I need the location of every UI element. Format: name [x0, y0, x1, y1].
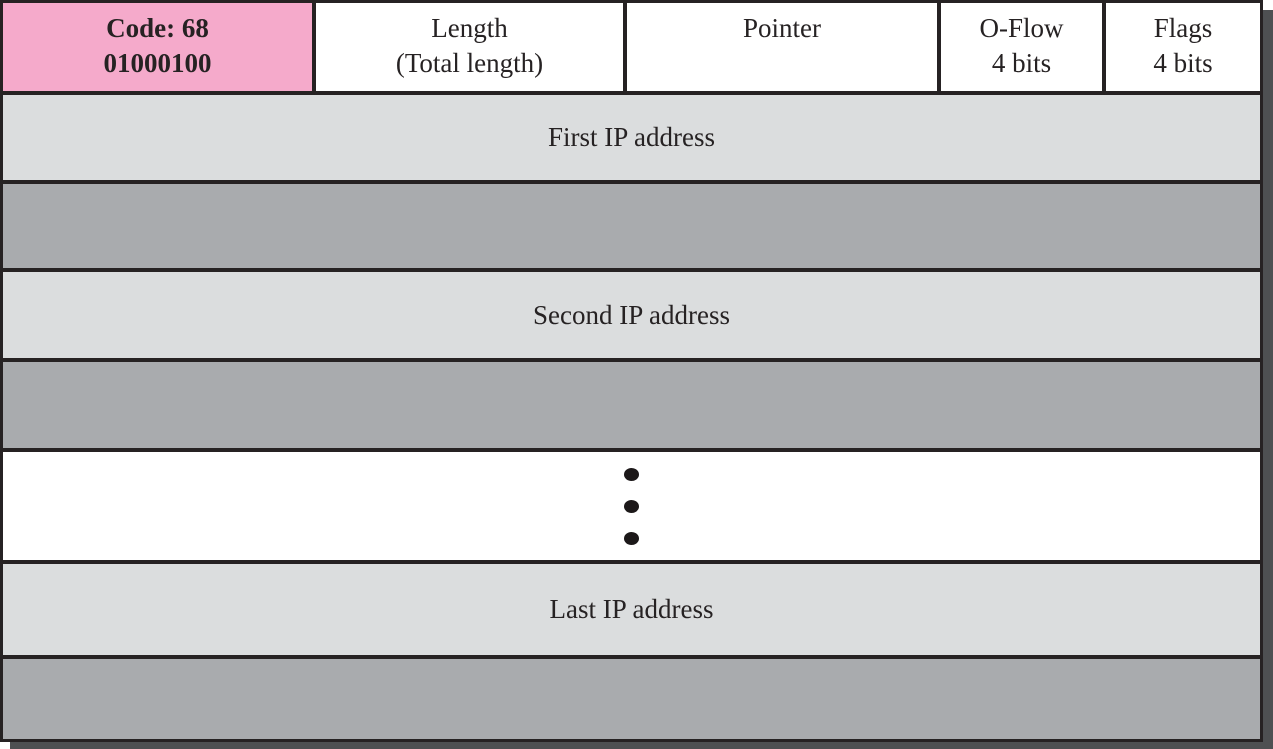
- pointer-cell: Pointer: [623, 3, 937, 91]
- code-cell-line2: 01000100: [103, 48, 212, 78]
- code-cell-line1: Code: 68: [106, 13, 209, 43]
- vertical-ellipsis-icon: [624, 499, 639, 513]
- pointer-cell-line1: Pointer: [743, 13, 821, 43]
- empty-field-row-1: [3, 180, 1260, 268]
- first-ip-address-label: First IP address: [548, 122, 715, 152]
- last-ip-address-label: Last IP address: [549, 594, 714, 624]
- flags-cell-line1: Flags: [1153, 13, 1213, 43]
- vertical-ellipsis-icon: [624, 531, 639, 545]
- vertical-ellipsis-icon: [624, 467, 639, 481]
- first-ip-address-row: First IP address: [3, 91, 1260, 180]
- last-ip-address-row: Last IP address: [3, 560, 1260, 655]
- empty-field-row-3: [3, 655, 1260, 739]
- second-ip-address-label: Second IP address: [533, 299, 730, 330]
- length-cell-line1: Length: [431, 13, 508, 43]
- oflow-cell-line1: O-Flow: [979, 13, 1064, 43]
- length-cell-line2: (Total length): [395, 48, 544, 78]
- header-row: Code: 68 01000100 Length (Total length) …: [3, 3, 1260, 91]
- empty-field-row-2: [3, 358, 1260, 448]
- flags-cell: Flags 4 bits: [1102, 3, 1260, 91]
- second-ip-address-row: Second IP address: [3, 268, 1260, 358]
- code-cell: Code: 68 01000100: [3, 3, 312, 91]
- length-cell: Length (Total length): [312, 3, 623, 91]
- oflow-cell: O-Flow 4 bits: [937, 3, 1102, 91]
- flags-cell-line2: 4 bits: [1153, 48, 1213, 78]
- continuation-row: [3, 448, 1260, 560]
- oflow-cell-line2: 4 bits: [991, 48, 1052, 78]
